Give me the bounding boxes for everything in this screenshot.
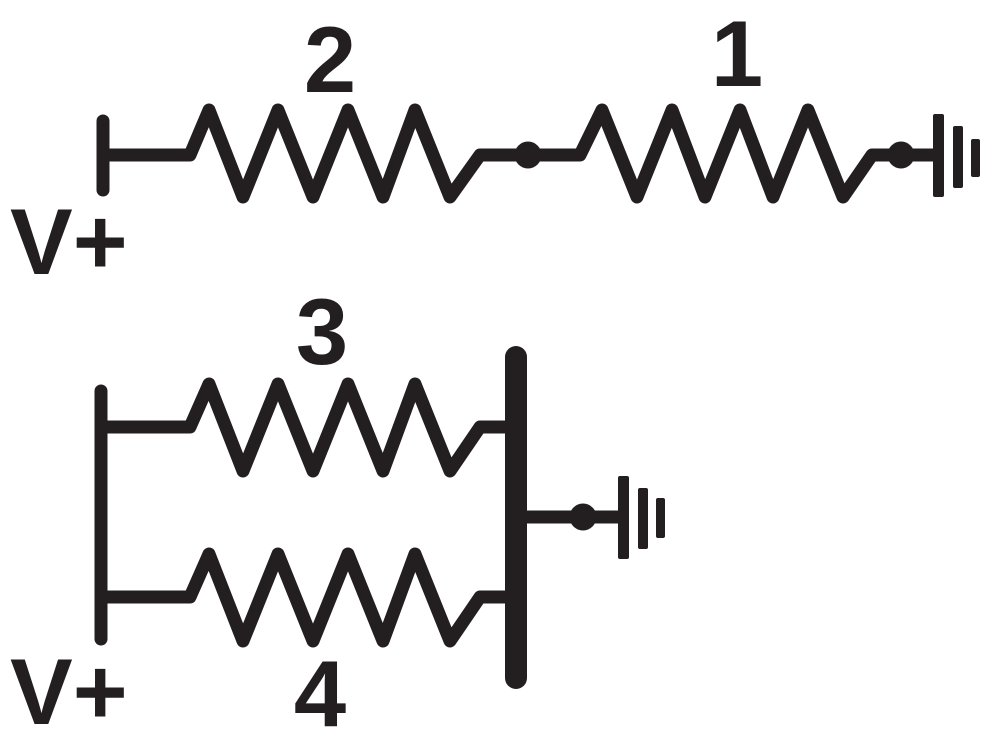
supply-voltage-label: V+ (10, 639, 128, 744)
resistor-2-label: 2 (304, 7, 356, 112)
resistor-4-label: 4 (294, 641, 346, 746)
junction-dot-icon (887, 141, 915, 169)
resistor-1-label: 1 (711, 1, 763, 106)
junction-dot-icon (569, 503, 597, 531)
supply-voltage-label: V+ (10, 189, 128, 294)
parallel-circuit: 3 4 V+ (10, 279, 665, 746)
ground-icon (618, 476, 665, 559)
resistor-3-icon (94, 377, 523, 478)
resistor-1-icon (521, 103, 943, 204)
series-circuit: 2 1 V+ (10, 1, 980, 294)
junction-dot-icon (514, 141, 542, 169)
resistor-2-icon (96, 103, 535, 204)
ground-icon (933, 114, 980, 197)
resistor-4-icon (94, 547, 523, 648)
resistor-3-label: 3 (296, 279, 348, 384)
